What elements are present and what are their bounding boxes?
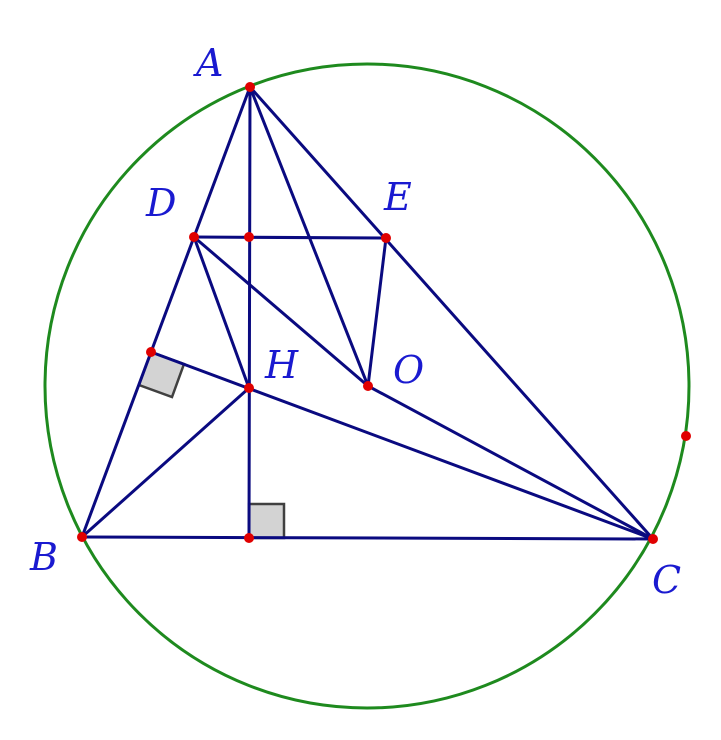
point-h <box>244 383 254 393</box>
label-d: D <box>145 181 176 225</box>
right-angle-marker-altitude-b <box>137 350 186 399</box>
segment-oc <box>366 384 655 541</box>
segment-ab <box>80 85 252 539</box>
segment-ao <box>248 85 370 388</box>
segment-bh <box>80 386 251 539</box>
label-o: O <box>393 348 424 392</box>
point-c <box>648 534 658 544</box>
point-a <box>245 82 255 92</box>
label-e: E <box>383 175 412 219</box>
point-foot-altitude-a <box>244 533 254 543</box>
segment-bc <box>80 535 655 541</box>
point-b <box>77 532 87 542</box>
point-on-circle <box>681 431 691 441</box>
segment-dh <box>192 235 251 390</box>
label-a: A <box>193 41 223 85</box>
segment-ac <box>248 85 655 541</box>
point-o <box>363 381 373 391</box>
point-e <box>381 233 391 243</box>
label-b: B <box>29 535 58 579</box>
altitude-from-a <box>247 85 252 540</box>
segment-de <box>192 235 388 240</box>
segment-eo <box>366 236 388 388</box>
label-c: C <box>652 558 681 602</box>
right-angle-marker-altitude-a <box>247 502 286 540</box>
segment-do <box>192 235 370 388</box>
point-foot-altitude-c <box>146 347 156 357</box>
point-d <box>189 232 199 242</box>
label-h: H <box>264 343 299 387</box>
altitude-from-c <box>149 350 655 541</box>
circumcircle <box>43 62 691 710</box>
point-de-midpoint <box>244 232 254 242</box>
